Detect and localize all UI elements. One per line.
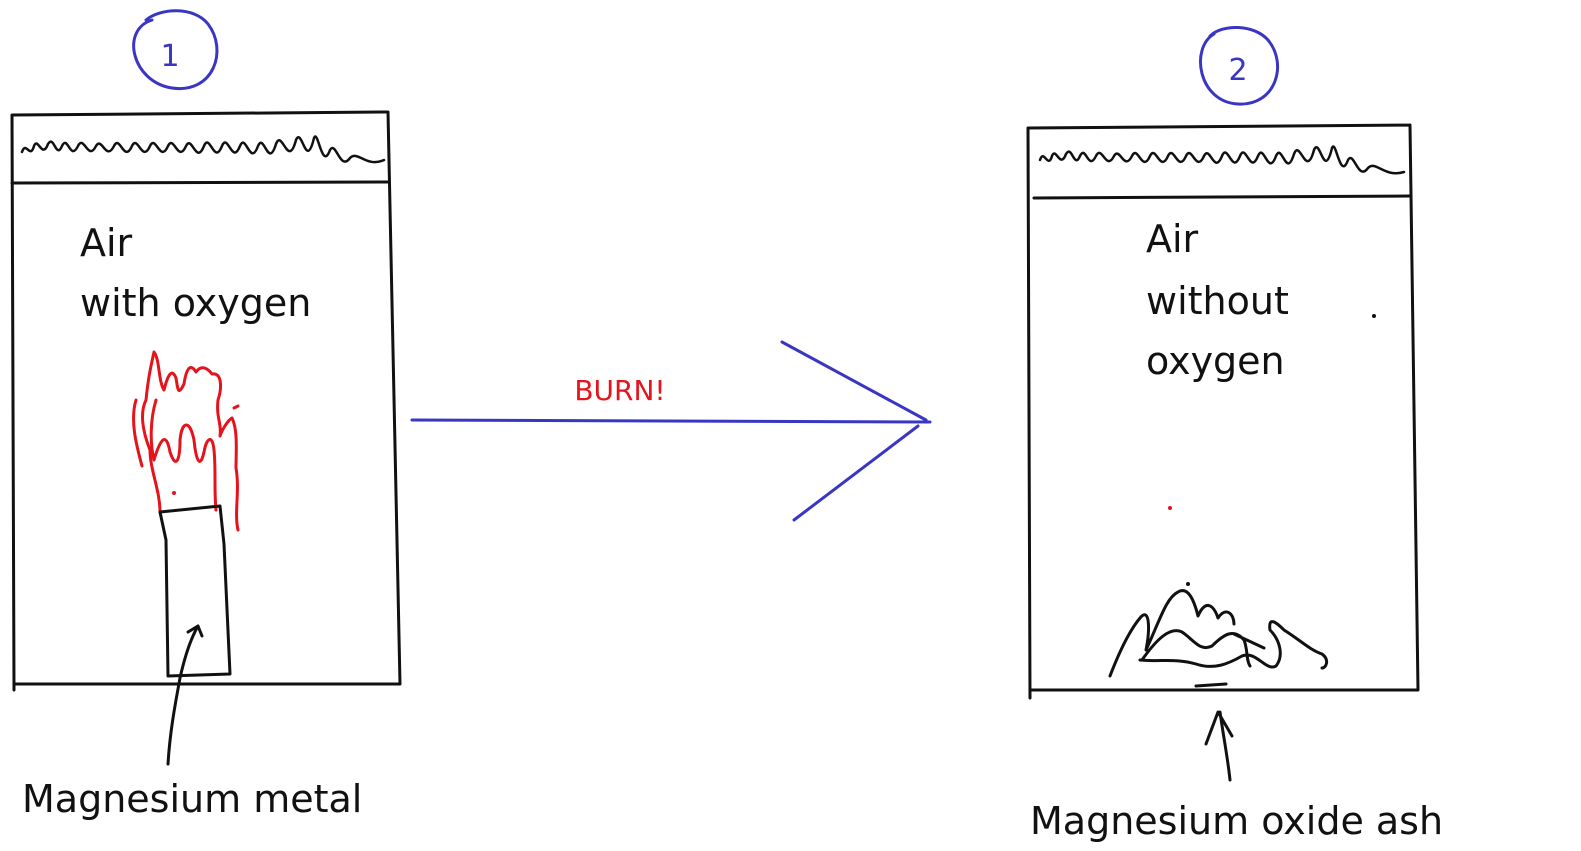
step-1-group: 1 Air with oxygen Magnesium metal: [10, 9, 402, 821]
container-1-lid-line: [10, 180, 390, 185]
container-1-box: [10, 110, 402, 692]
ash-pointer-arrow: [1204, 710, 1234, 782]
flame-spark: [172, 491, 176, 495]
container-2-text-line2: without: [1146, 279, 1289, 323]
flame-icon: [132, 350, 240, 532]
container-1-text-line1: Air: [80, 221, 133, 265]
step-2-number: 2: [1228, 53, 1247, 88]
reaction-arrow-label: BURN!: [574, 374, 665, 407]
magnesium-pointer-arrow: [166, 624, 204, 766]
magnesium-strip-icon: [158, 504, 232, 678]
reaction-arrow: [410, 340, 932, 522]
ash-pile-icon: [1108, 589, 1329, 688]
container-2-lid-line: [1032, 194, 1412, 200]
step-2-label: Magnesium oxide ash: [1030, 799, 1443, 843]
reaction-arrow-group: BURN!: [410, 340, 932, 522]
step-1-number: 1: [160, 39, 179, 74]
container-2-box: [1026, 123, 1420, 700]
stray-dot-black: [1372, 314, 1376, 318]
stray-dot-red: [1168, 506, 1172, 510]
stray-dot-ash: [1186, 582, 1190, 586]
container-1-text-line2: with oxygen: [80, 281, 311, 325]
container-2-text-line3: oxygen: [1146, 339, 1285, 383]
container-2-lid-scribble: [1038, 145, 1406, 175]
step-2-group: 2 Air without oxygen Magnesium oxide ash: [1026, 25, 1443, 843]
step-1-circle: [132, 9, 219, 90]
container-2-text-line1: Air: [1146, 217, 1199, 261]
step-1-label: Magnesium metal: [22, 777, 362, 821]
container-1-lid-scribble: [20, 135, 386, 164]
step-2-circle: [1199, 25, 1279, 106]
